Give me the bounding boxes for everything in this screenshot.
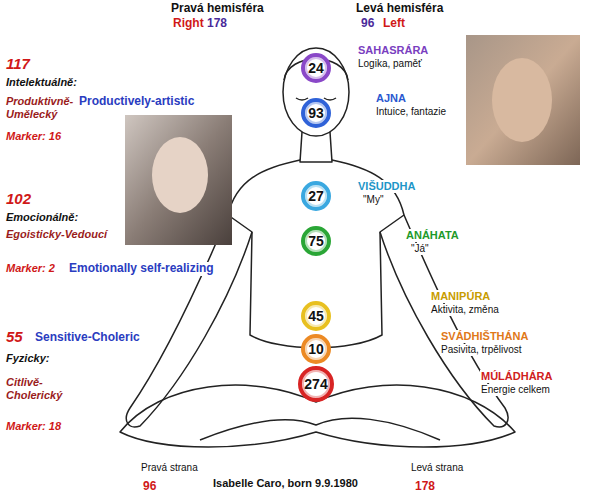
text-label: Produktivně- Umělecký	[5, 95, 81, 120]
text-label: 117	[5, 55, 31, 72]
text-label: ANÁHATA	[405, 229, 460, 242]
text-label: "Já"	[410, 243, 430, 255]
chakra-circle: 10	[301, 334, 331, 364]
text-label: Intuice, fantazie	[375, 106, 447, 118]
photo-placeholder	[125, 35, 580, 245]
text-label: Marker: 16	[5, 130, 62, 143]
left-arm	[126, 215, 252, 427]
chakra-number: 10	[301, 334, 331, 364]
text-label: Energie celkem	[480, 384, 551, 396]
chakra-circle: 24	[301, 53, 331, 83]
head-outline	[283, 48, 349, 136]
text-label: 96	[360, 17, 375, 31]
caption-text: Isabelle Caro, born 9.9.1980	[212, 477, 359, 490]
text-label: Logika, paměť	[357, 58, 423, 70]
text-label: Emotionally self-realizing	[68, 262, 215, 276]
text-label: Citlivě- Cholerický	[5, 376, 81, 401]
text-label: SVÁDHIŠTHÁNA	[440, 330, 529, 343]
eye-left	[296, 98, 308, 100]
portrait-face	[492, 58, 552, 142]
chakra-circle: 27	[301, 181, 331, 211]
text-label: SAHASRÁRA	[357, 44, 429, 57]
text-label: 178	[414, 480, 436, 494]
portrait-photo	[125, 115, 232, 245]
eye-right	[324, 98, 336, 100]
chakra-number: 24	[301, 53, 331, 83]
text-label: 178	[206, 17, 228, 31]
chakra-circle: 274	[298, 366, 334, 402]
chakra-number: 274	[298, 366, 334, 402]
text-label: Fyzicky:	[5, 352, 50, 365]
text-label: 55	[5, 328, 24, 345]
text-label: Intelektuálně:	[5, 76, 78, 89]
text-label: VIŠUDDHA	[357, 180, 416, 193]
text-label: Left	[382, 17, 406, 31]
text-label: Pravá hemisféra	[170, 2, 265, 16]
text-label: MÚLÁDHÁRA	[480, 370, 554, 383]
text-label: "My"	[362, 194, 384, 206]
text-label: Pravá strana	[140, 462, 199, 474]
portrait-face	[152, 137, 208, 213]
chakra-number: 75	[301, 226, 331, 256]
chakra-circle: 45	[301, 301, 331, 331]
text-label: Egoisticky-Vedoucí	[5, 228, 108, 241]
text-label: 96	[142, 480, 157, 494]
text-label: Sensitive-Choleric	[34, 331, 141, 345]
text-label: Levá hemisféra	[355, 2, 444, 16]
text-label: Marker: 18	[5, 420, 62, 433]
text-label: Pasivita, trpělivost	[440, 344, 523, 356]
text-label: Right	[172, 17, 205, 31]
crossed-leg-line	[200, 418, 440, 440]
text-label: 102	[5, 190, 32, 207]
text-label: Marker: 2	[5, 262, 56, 275]
text-label: Aktivita, změna	[430, 304, 500, 316]
text-label: Emocionálně:	[5, 211, 79, 224]
text-label: AJNA	[375, 92, 407, 105]
chakra-number: 45	[301, 301, 331, 331]
chakra-number: 27	[301, 181, 331, 211]
portrait-photo	[466, 35, 580, 165]
chakra-number: 93	[301, 98, 331, 128]
chakra-circle: 93	[301, 98, 331, 128]
text-label: Levá strana	[410, 462, 464, 474]
text-label: Productively-artistic	[78, 95, 195, 109]
text-label: MANIPÚRA	[430, 290, 491, 303]
chakra-circle: 75	[301, 226, 331, 256]
